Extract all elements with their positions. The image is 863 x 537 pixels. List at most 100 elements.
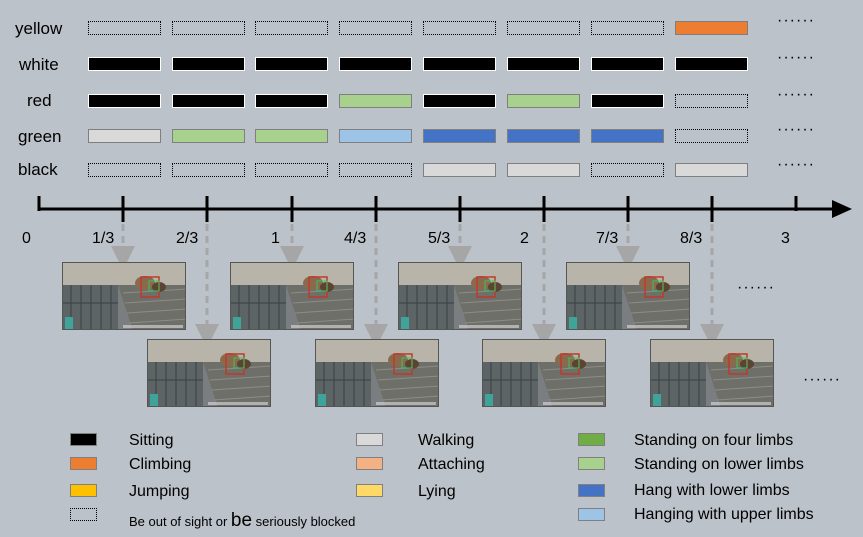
segment-green-3 xyxy=(255,129,328,143)
legend-label-blocked: Be out of sight or be seriously blocked xyxy=(129,510,356,531)
tick-label: 8/3 xyxy=(680,230,703,247)
segment-red-7 xyxy=(591,94,664,108)
video-frame-3 xyxy=(398,262,522,330)
tick-label: 7/3 xyxy=(596,230,619,247)
segment-white-8 xyxy=(675,57,748,71)
row-label-white: white xyxy=(19,55,59,74)
segment-black-6 xyxy=(507,163,580,177)
segment-white-5 xyxy=(423,57,496,71)
row-label-green: green xyxy=(18,127,62,146)
video-frame-6 xyxy=(315,339,439,407)
segment-red-2 xyxy=(172,94,245,108)
tick-label: 3 xyxy=(781,230,790,247)
segment-white-3 xyxy=(255,57,328,71)
frame-image xyxy=(483,340,605,406)
frame-image xyxy=(316,340,438,406)
segment-green-4 xyxy=(339,129,412,143)
legend-swatch-hang_lower xyxy=(578,484,605,497)
legend-label-hang_lower: Hang with lower limbs xyxy=(634,482,790,499)
axis-arrowhead xyxy=(832,200,852,218)
legend-swatch-hang_upper xyxy=(578,508,605,521)
video-frame-1 xyxy=(62,262,186,330)
legend-label-lying: Lying xyxy=(418,483,456,500)
segment-yellow-6 xyxy=(507,21,580,35)
row-label-red: red xyxy=(27,91,52,110)
segment-black-1 xyxy=(88,163,161,177)
segment-red-8 xyxy=(675,94,748,108)
frame-image xyxy=(399,263,521,329)
row-ellipsis: ······ xyxy=(777,49,815,66)
legend-swatch-standing_four xyxy=(578,433,605,446)
row-label-yellow: yellow xyxy=(15,19,63,38)
video-frame-7 xyxy=(482,339,606,407)
segment-yellow-1 xyxy=(88,21,161,35)
legend-swatch-sitting xyxy=(70,433,97,446)
legend-swatch-attaching xyxy=(356,457,383,470)
segment-red-1 xyxy=(88,94,161,108)
segment-white-2 xyxy=(172,57,245,71)
segment-white-4 xyxy=(339,57,412,71)
segment-black-4 xyxy=(339,163,412,177)
frame-image xyxy=(651,340,773,406)
tick-label: 5/3 xyxy=(428,230,451,247)
frame-image xyxy=(148,340,270,406)
segment-green-1 xyxy=(88,129,161,143)
frame-connectors xyxy=(111,224,724,348)
segment-green-7 xyxy=(591,129,664,143)
frame-image xyxy=(231,263,353,329)
segment-green-5 xyxy=(423,129,496,143)
segment-white-6 xyxy=(507,57,580,71)
frame-image xyxy=(63,263,185,329)
segment-yellow-8 xyxy=(675,21,748,35)
tick-label: 2/3 xyxy=(176,230,199,247)
tick-label: 1 xyxy=(271,230,280,247)
segment-yellow-5 xyxy=(423,21,496,35)
row-ellipsis: ······ xyxy=(777,121,815,138)
video-frame-2 xyxy=(230,262,354,330)
segment-red-6 xyxy=(507,94,580,108)
segment-black-7 xyxy=(591,163,664,177)
segment-black-8 xyxy=(675,163,748,177)
frames-ellipsis: ······ xyxy=(737,279,775,296)
segment-green-6 xyxy=(507,129,580,143)
segment-black-2 xyxy=(172,163,245,177)
tick-label: 2 xyxy=(520,230,529,247)
legend-label-climbing: Climbing xyxy=(129,456,192,473)
legend-label-hang_upper: Hanging with upper limbs xyxy=(634,506,814,523)
row-ellipsis: ······ xyxy=(777,156,815,173)
video-frame-5 xyxy=(147,339,271,407)
segment-black-5 xyxy=(423,163,496,177)
legend-label-standing_lower: Standing on lower limbs xyxy=(634,456,804,473)
row-label-black: black xyxy=(18,160,58,179)
legend-label-sitting: Sitting xyxy=(129,432,174,449)
legend-swatch-lying xyxy=(356,484,383,497)
row-ellipsis: ······ xyxy=(777,12,815,29)
segment-yellow-3 xyxy=(255,21,328,35)
segment-yellow-7 xyxy=(591,21,664,35)
segment-red-5 xyxy=(423,94,496,108)
segment-green-8 xyxy=(675,129,748,143)
segment-white-1 xyxy=(88,57,161,71)
legend-label-attaching: Attaching xyxy=(418,456,485,473)
tick-label: 1/3 xyxy=(92,230,115,247)
segment-yellow-4 xyxy=(339,21,412,35)
legend-label-walking: Walking xyxy=(418,432,475,449)
legend-swatch-standing_lower xyxy=(578,457,605,470)
tick-label: 0 xyxy=(22,230,31,247)
legend-swatch-walking xyxy=(356,433,383,446)
segment-red-3 xyxy=(255,94,328,108)
legend-swatch-blocked xyxy=(70,508,97,521)
legend-swatch-climbing xyxy=(70,457,97,470)
video-frame-4 xyxy=(566,262,690,330)
legend-swatch-jumping xyxy=(70,484,97,497)
video-frame-8 xyxy=(650,339,774,407)
legend-label-jumping: Jumping xyxy=(129,483,190,500)
segment-yellow-2 xyxy=(172,21,245,35)
row-ellipsis: ······ xyxy=(777,86,815,103)
frames-ellipsis: ······ xyxy=(803,371,841,388)
segment-black-3 xyxy=(255,163,328,177)
legend-label-standing_four: Standing on four limbs xyxy=(634,432,794,449)
tick-label: 4/3 xyxy=(344,230,367,247)
